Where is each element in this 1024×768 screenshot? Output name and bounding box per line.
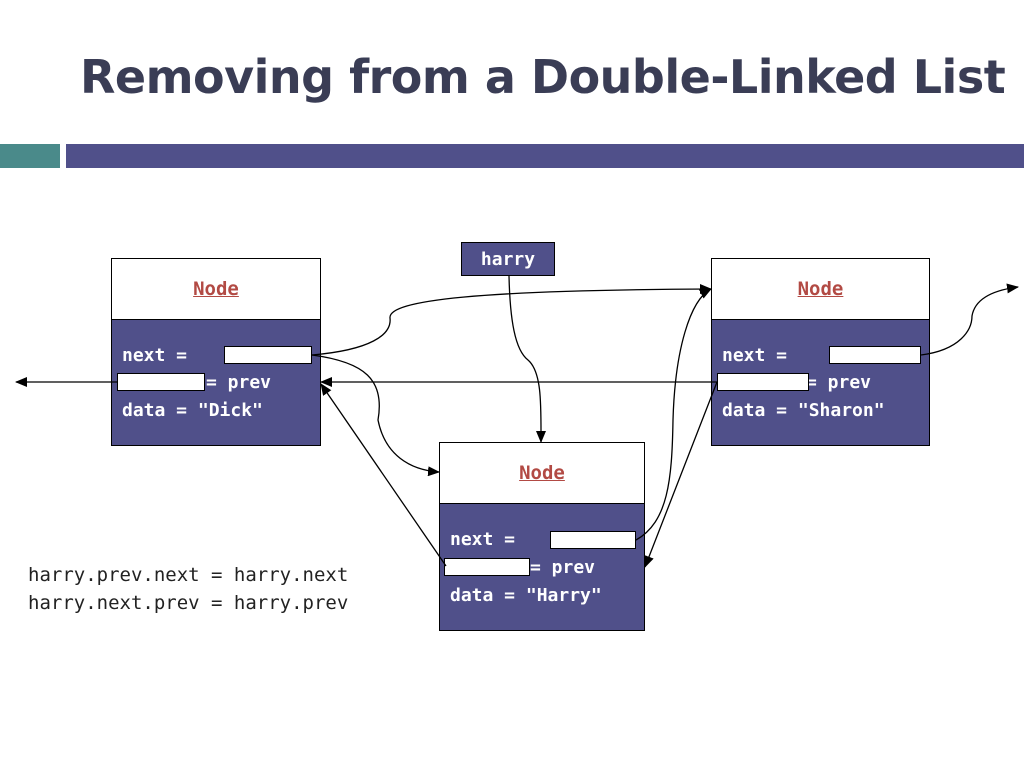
arrow-harry-prev-to-dick [320,383,447,567]
harry-variable-label: harry [480,248,536,270]
node-harry-header: Node [440,443,644,504]
accent-bar-teal [0,144,60,168]
node-dick-prev-slot [117,373,205,391]
arrow-sharon-prev-to-harry [644,381,718,568]
node-dick-next-label: next = [122,345,188,366]
slide-title: Removing from a Double-Linked List [80,50,1006,104]
node-dick-data-label: data = "Dick" [122,400,263,421]
node-sharon-header-label: Node [797,278,844,300]
accent-bar-blue [66,144,1024,168]
node-harry-prev-label: = prev [530,557,596,578]
node-sharon-data-label: data = "Sharon" [722,400,885,421]
node-dick-next-slot [224,346,312,364]
node-sharon: Node next = = prev data = "Sharon" [711,258,930,446]
node-harry-prev-slot [444,558,530,576]
node-dick-header-label: Node [193,278,239,300]
node-harry-next-label: next = [450,529,516,550]
arrow-dick-next-to-sharon [311,284,712,356]
arrow-harry-next-to-sharon [635,288,712,541]
code-line-2: harry.next.prev = harry.prev [28,592,349,614]
node-dick-header: Node [112,259,320,320]
code-line-1: harry.prev.next = harry.next [28,564,349,586]
node-dick: Node next = = prev data = "Dick" [111,258,321,446]
node-sharon-next-slot [829,346,921,364]
harry-variable-box: harry [461,242,555,276]
arrow-sharon-next-onward [920,283,1019,356]
arrow-harry-var-to-node [508,275,547,443]
node-dick-prev-label: = prev [206,372,272,393]
node-harry-next-slot [550,531,636,549]
arrow-dick-next-to-harry [311,354,440,477]
node-sharon-prev-label: = prev [806,372,872,393]
node-sharon-header: Node [712,259,929,320]
node-harry-header-label: Node [519,462,565,484]
node-sharon-next-label: next = [722,345,788,366]
node-harry-data-label: data = "Harry" [450,585,602,606]
node-sharon-prev-slot [717,373,809,391]
